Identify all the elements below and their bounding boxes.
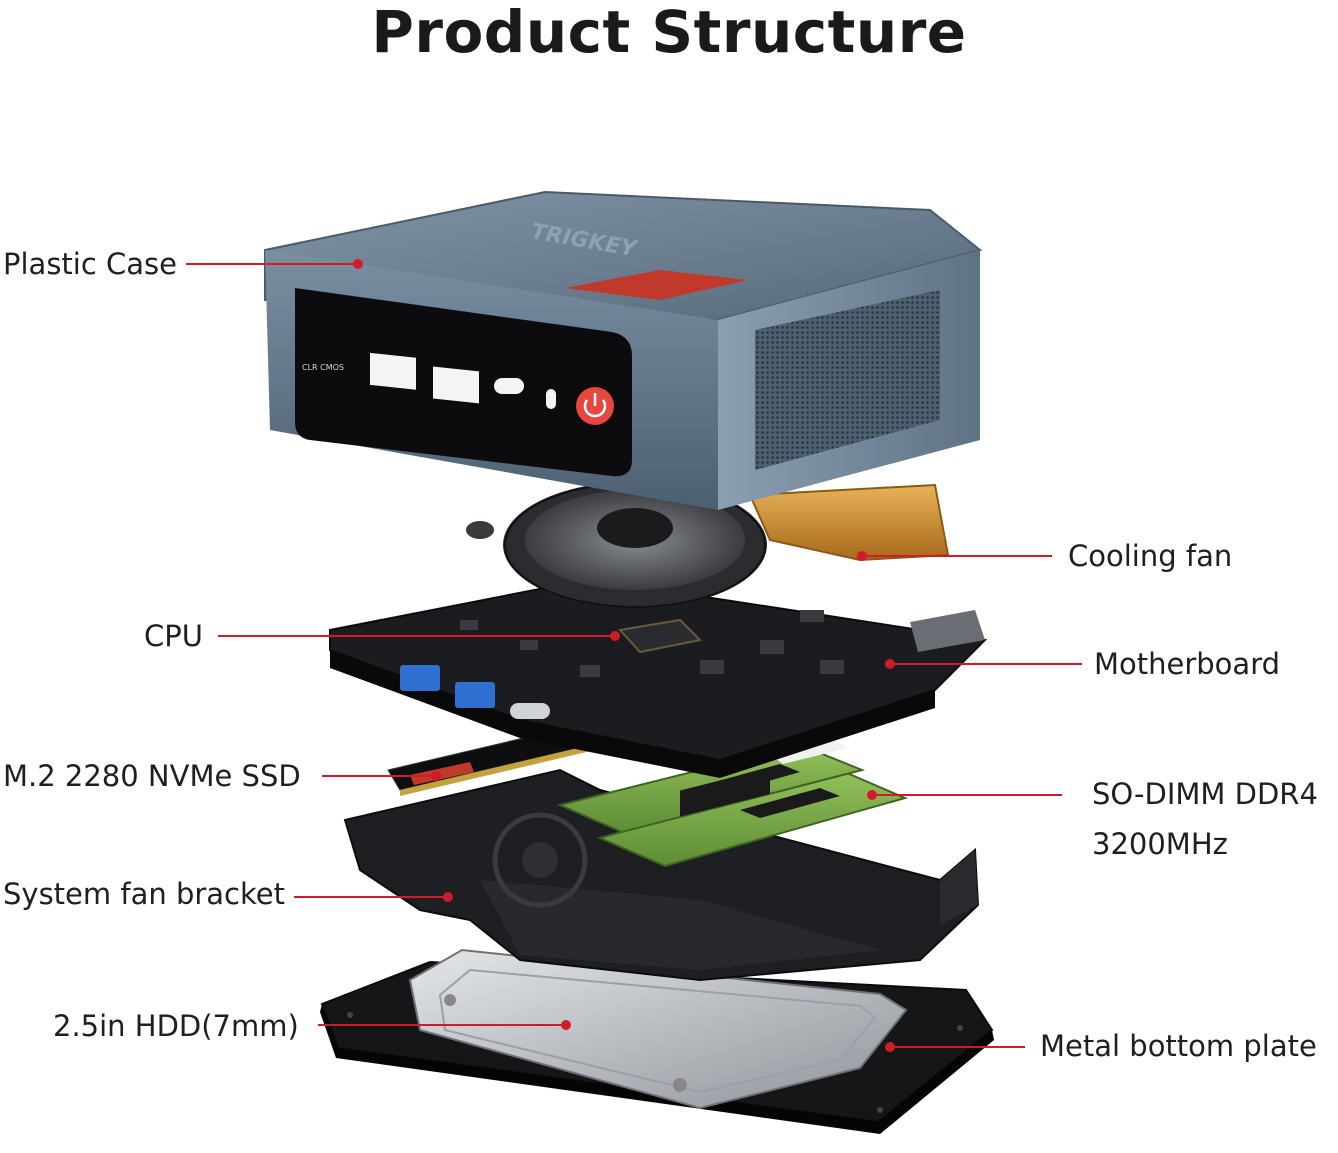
page-title: Product Structure bbox=[371, 0, 967, 66]
power-icon[interactable] bbox=[576, 387, 614, 425]
usb-a-port-icon bbox=[433, 366, 479, 404]
leader-lines bbox=[186, 259, 1082, 1052]
label-bottom-plate: Metal bottom plate bbox=[1040, 1029, 1317, 1063]
usb-a-port-icon bbox=[370, 352, 416, 390]
label-ram-line1: SO-DIMM DDR4 bbox=[1092, 777, 1318, 811]
label-motherboard: Motherboard bbox=[1094, 647, 1281, 681]
label-hdd: 2.5in HDD(7mm) bbox=[53, 1009, 299, 1043]
hdd-2-5in bbox=[408, 948, 908, 1110]
system-fan-bracket bbox=[343, 768, 980, 982]
audio-jack-icon bbox=[546, 389, 556, 409]
cooling-fan bbox=[466, 481, 950, 609]
motherboard bbox=[329, 583, 988, 778]
label-ram-line2: 3200MHz bbox=[1092, 827, 1228, 861]
so-dimm-ram bbox=[556, 740, 908, 868]
clr-cmos-label: CLR CMOS bbox=[302, 363, 344, 372]
label-plastic-case: Plastic Case bbox=[3, 247, 177, 281]
label-ssd: M.2 2280 NVMe SSD bbox=[3, 759, 301, 793]
plastic-case: TRIGKEY CLR CMOS bbox=[264, 190, 983, 510]
label-cooling-fan: Cooling fan bbox=[1068, 539, 1233, 573]
usb-c-port-icon bbox=[494, 378, 524, 394]
label-fan-bracket: System fan bracket bbox=[3, 877, 285, 911]
label-cpu: CPU bbox=[144, 619, 203, 653]
